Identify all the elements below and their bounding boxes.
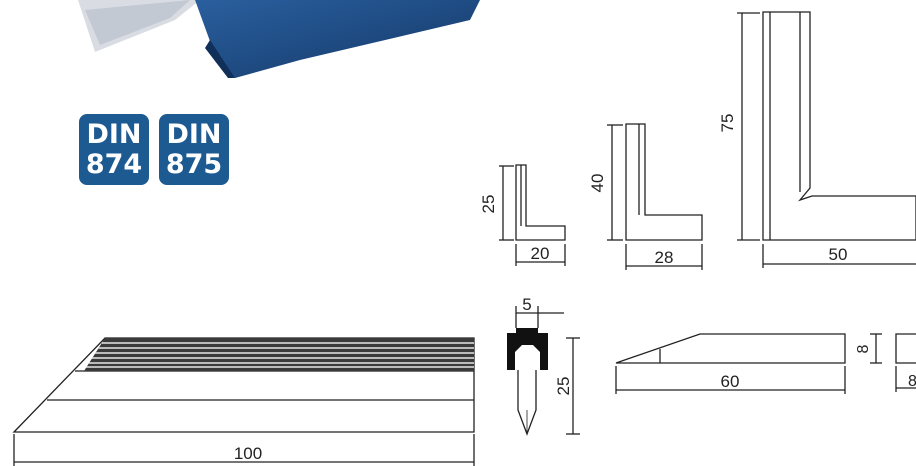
straightedge-length-label: 100 [234,444,262,463]
profile-width-label: 5 [522,295,531,314]
medium-square-height-label: 40 [588,174,607,193]
small-square-height-label: 25 [479,195,498,214]
block-width-label: 8 [908,373,916,390]
profile-section-drawing [515,306,580,436]
badge-din-label: DIN [166,119,222,150]
wedge-drawing [615,333,882,394]
profile-height-label: 25 [554,377,573,396]
medium-square-width-label: 28 [655,248,674,267]
small-square-drawing [499,164,566,266]
large-square-height-label: 75 [718,114,737,133]
wedge-height-label: 8 [855,344,872,353]
large-square-width-label: 50 [829,245,848,264]
badge-number-label: 875 [165,149,223,180]
din-875-badge: DIN 875 [159,114,229,185]
block-drawing [895,333,916,392]
large-square-drawing [737,11,916,268]
badge-number-label: 874 [85,149,143,180]
wedge-length-label: 60 [721,372,740,391]
medium-square-drawing [607,123,703,270]
small-square-width-label: 20 [531,244,550,263]
din-874-badge: DIN 874 [79,114,149,185]
straightedge-grooves [84,338,474,371]
badge-din-label: DIN [86,119,142,150]
